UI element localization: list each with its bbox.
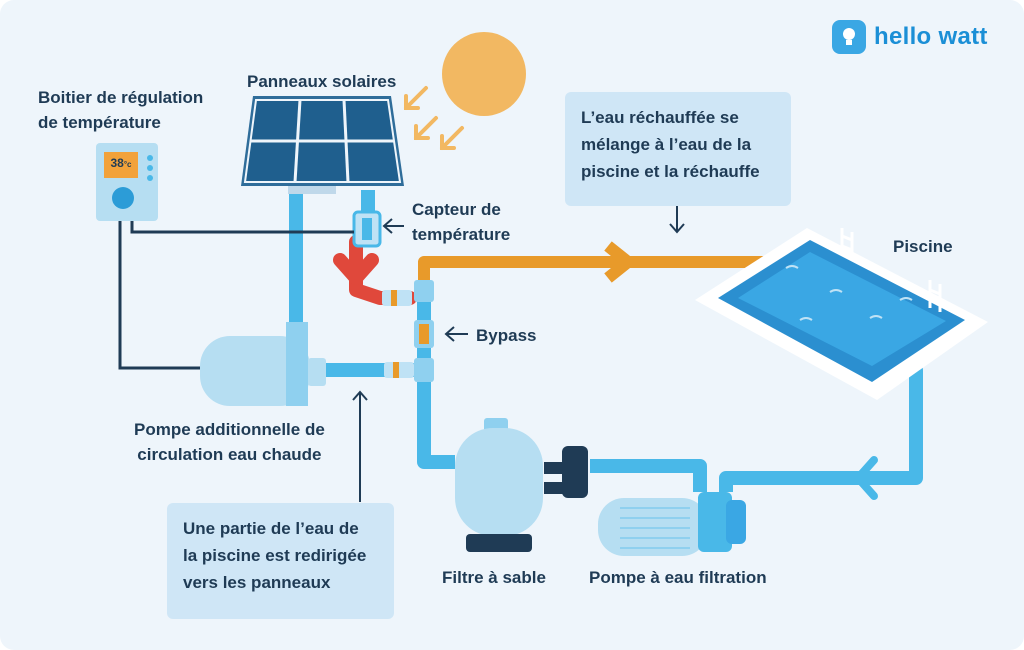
booster-pump-label: Pompe additionnelle de circulation eau c… bbox=[134, 417, 325, 467]
thermostat-display-value: 38 bbox=[110, 156, 124, 170]
redirect-callout-line: vers les panneaux bbox=[183, 573, 331, 592]
thermostat-label-line: Boitier de régulation bbox=[38, 88, 204, 107]
brand-name: hello watt bbox=[874, 23, 988, 50]
filtration-pump-label: Pompe à eau filtration bbox=[589, 568, 767, 587]
sensor-pointer-arrow bbox=[382, 218, 404, 234]
thermostat-icon bbox=[96, 143, 158, 221]
booster-pump-label-line: Pompe additionnelle de bbox=[134, 420, 325, 439]
booster-pump-icon bbox=[200, 322, 326, 406]
solar-panel-icon bbox=[241, 96, 404, 194]
redirect-callout-line: Une partie de l’eau de bbox=[183, 519, 359, 538]
control-wires bbox=[118, 221, 354, 370]
warm-return-pipe bbox=[333, 235, 417, 305]
thermostat-label-line: de température bbox=[38, 113, 161, 132]
bypass-label: Bypass bbox=[476, 326, 537, 345]
return-arrow-icon bbox=[854, 456, 878, 500]
sand-filter-icon bbox=[455, 418, 588, 552]
sand-filter-label: Filtre à sable bbox=[442, 568, 546, 587]
bypass-valve-icon bbox=[382, 280, 434, 382]
warm-water-pointer-arrow bbox=[669, 206, 685, 234]
thermostat-display-unit: °c bbox=[123, 160, 132, 169]
warm-water-callout: L’eau réchauffée se mélange à l’eau de l… bbox=[565, 92, 791, 206]
hot-water-pipe bbox=[418, 241, 768, 285]
sensor-label: Capteur de température bbox=[412, 197, 510, 247]
sun-rays bbox=[404, 86, 464, 150]
thermostat-label: Boitier de régulation de température bbox=[38, 85, 203, 135]
filtration-pump-icon bbox=[598, 492, 746, 556]
warm-water-callout-line: mélange à l’eau de la bbox=[581, 135, 752, 154]
redirect-callout: Une partie de l’eau de la piscine est re… bbox=[167, 503, 394, 619]
booster-pump-label-line: circulation eau chaude bbox=[137, 445, 322, 464]
pool-ladder-icon bbox=[840, 228, 942, 312]
sun-icon bbox=[442, 32, 526, 116]
solar-panels-label: Panneaux solaires bbox=[247, 72, 397, 91]
redirect-pointer-arrow bbox=[352, 390, 368, 502]
temperature-sensor-icon bbox=[352, 210, 382, 248]
pool-icon bbox=[695, 228, 988, 400]
redirect-callout-line: la piscine est redirigée bbox=[183, 546, 367, 565]
sensor-label-line: température bbox=[412, 225, 511, 244]
sensor-label-line: Capteur de bbox=[412, 200, 501, 219]
pool-label: Piscine bbox=[893, 237, 953, 256]
thermostat-display: 38°c bbox=[104, 156, 138, 170]
brand-logo: hello watt bbox=[832, 20, 988, 54]
warm-water-callout-line: L’eau réchauffée se bbox=[581, 108, 739, 127]
lightbulb-icon bbox=[832, 20, 866, 54]
bypass-pointer-arrow bbox=[444, 326, 468, 342]
warm-water-callout-line: piscine et la réchauffe bbox=[581, 162, 760, 181]
